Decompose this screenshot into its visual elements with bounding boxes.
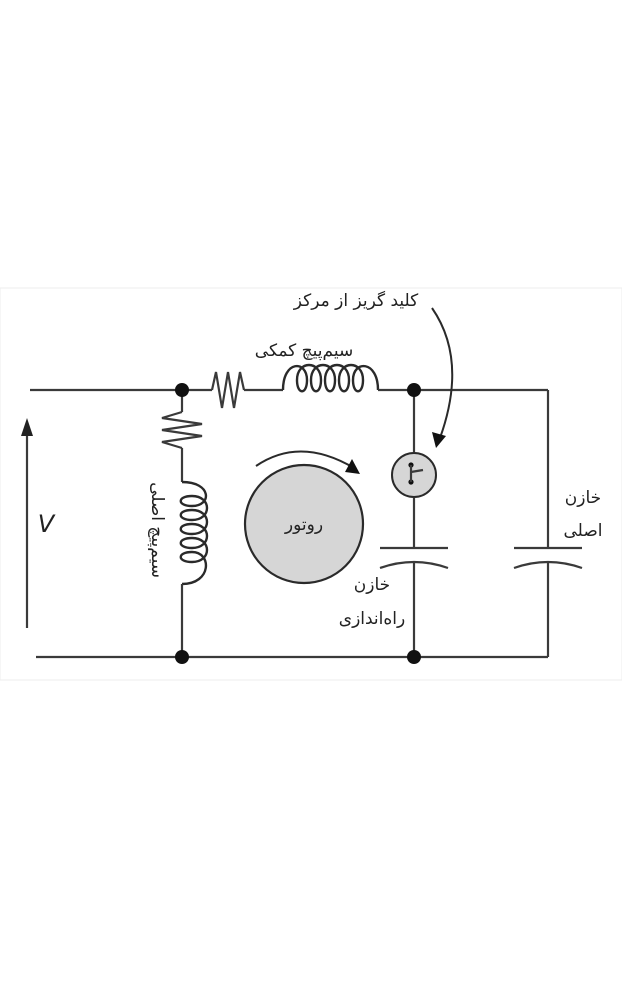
node-top-left <box>175 383 189 397</box>
label-run-capacitor-2: اصلی <box>564 521 603 541</box>
main-coil <box>179 480 209 586</box>
node-top-right <box>407 383 421 397</box>
arrow-up-icon <box>21 418 33 436</box>
node-bottom-right <box>407 650 421 664</box>
blank-area <box>0 0 622 290</box>
label-voltage: V <box>38 510 56 538</box>
switch-blade <box>410 468 424 474</box>
auxiliary-coil <box>281 363 380 393</box>
curved-arrow-head <box>432 432 446 448</box>
curved-arrow-icon <box>431 307 454 439</box>
label-auxiliary-winding: سیم‌پیچ کمکی <box>255 341 353 361</box>
rotation-arrow-head <box>345 459 360 474</box>
node-bottom-left <box>175 650 189 664</box>
centrifugal-switch <box>391 452 437 498</box>
rotation-arrow-icon <box>255 450 355 469</box>
label-start-capacitor-2: راه‌اندازی <box>339 609 405 629</box>
auxiliary-resistor <box>210 371 246 409</box>
label-rotor: روتور <box>284 515 323 535</box>
main-resistor <box>161 410 203 450</box>
label-start-capacitor-1: خازن <box>354 575 390 595</box>
label-centrifugal-switch: کلید گریز از مرکز <box>293 290 419 311</box>
rotor-disc <box>243 463 365 585</box>
label-run-capacitor-1: خازن <box>565 488 601 508</box>
label-main-winding: سیم‌پیچ اصلی <box>147 482 167 578</box>
